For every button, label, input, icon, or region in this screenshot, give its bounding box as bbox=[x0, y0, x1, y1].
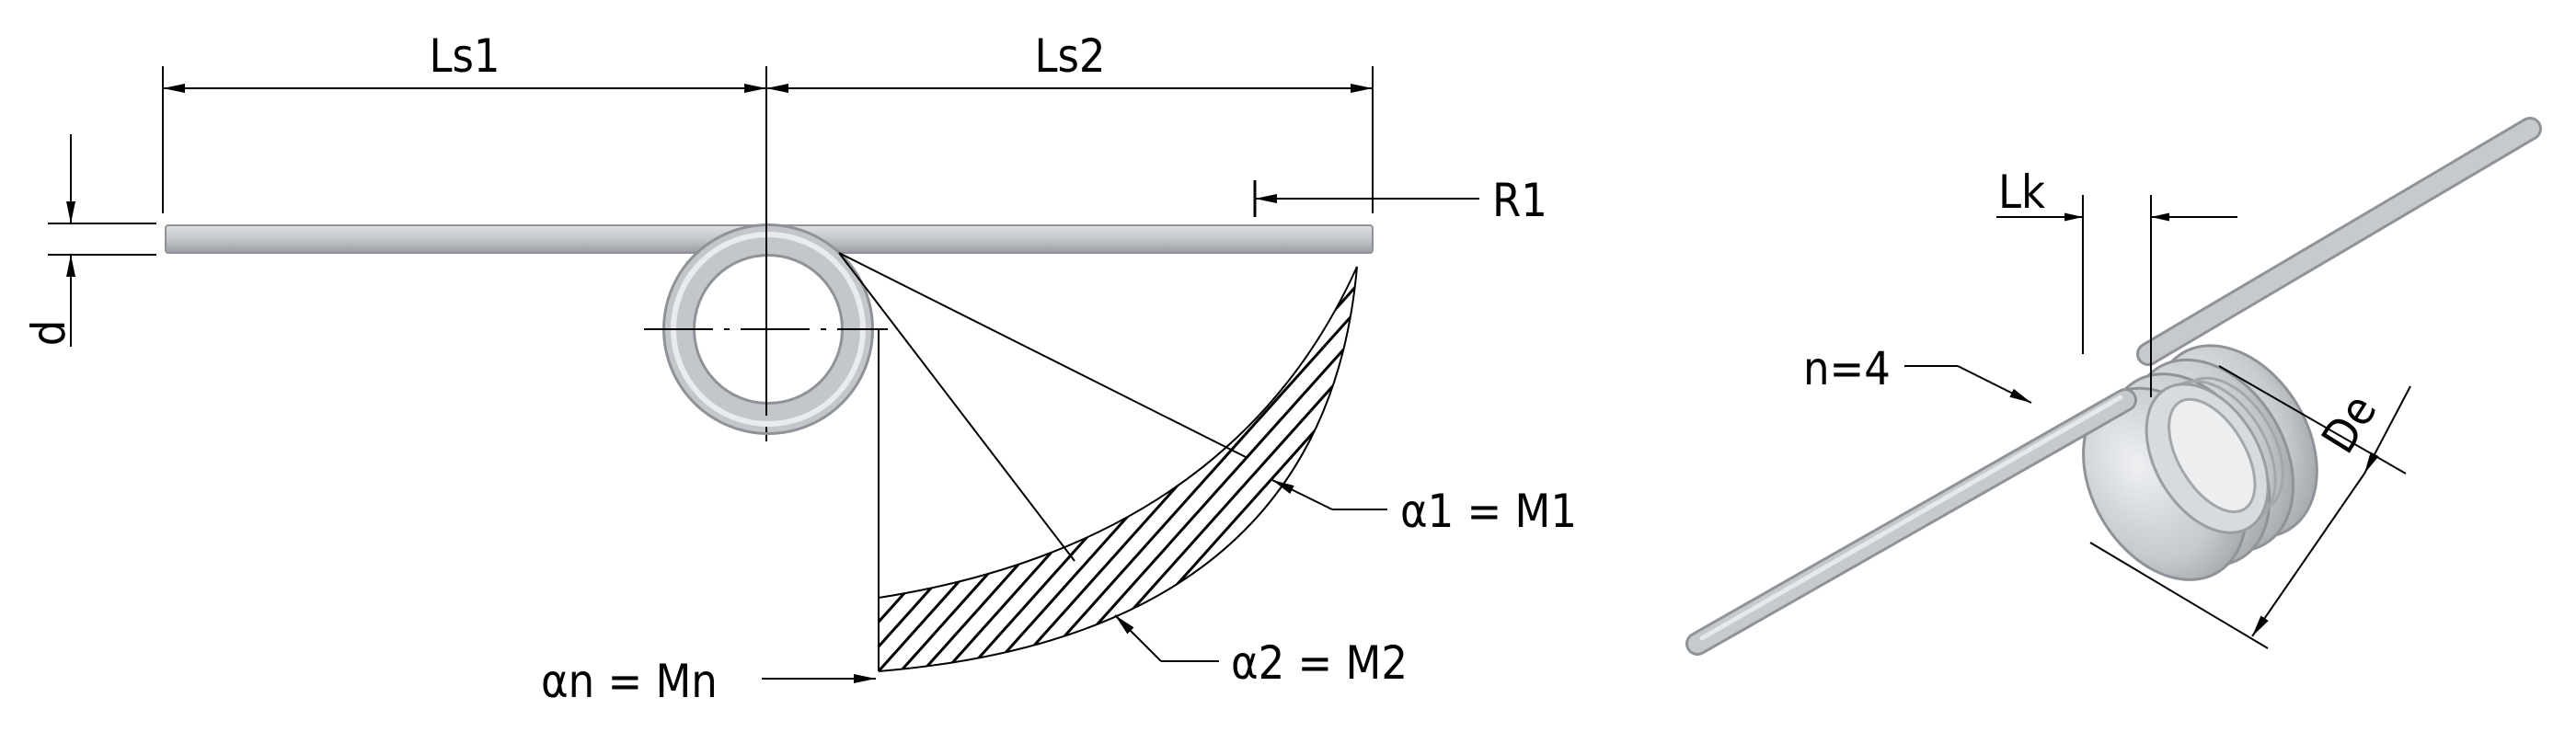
hatch-line bbox=[1294, 267, 1357, 671]
wire-leg-front-highlight bbox=[1699, 395, 2123, 641]
label-r1: R1 bbox=[1492, 174, 1547, 227]
label-ls1: Ls1 bbox=[429, 29, 500, 83]
label-a1m1: α1 = M1 bbox=[1400, 485, 1577, 538]
label-lk: Lk bbox=[1998, 166, 2045, 219]
hatch-line bbox=[1316, 267, 1357, 671]
hatch-line bbox=[1205, 267, 1357, 671]
dim-line-de bbox=[2251, 473, 2365, 637]
leader-a2m2-arrow bbox=[1114, 614, 1162, 662]
label-a2m2: α2 = M2 bbox=[1231, 636, 1408, 690]
hatch-line bbox=[1406, 257, 1801, 699]
hatch-line bbox=[896, 267, 1295, 671]
moment-curve-outer bbox=[878, 266, 1358, 672]
label-anmn: αn = Mn bbox=[541, 655, 718, 708]
hatch-line bbox=[1006, 267, 1357, 671]
hatch-line bbox=[1073, 267, 1357, 671]
ext-line-de-bottom bbox=[2089, 542, 2269, 649]
spring-3d-view: Lk n=4 De bbox=[1685, 117, 2542, 656]
leader-n4-arrow bbox=[1957, 365, 2032, 404]
wire-leg-back-face bbox=[2139, 120, 2539, 363]
wire-leg-front-face bbox=[1688, 391, 2134, 653]
hatch-line bbox=[1139, 267, 1357, 671]
hatch-line bbox=[1117, 267, 1357, 671]
moment-curve-inner bbox=[878, 266, 1358, 599]
hatch-line bbox=[879, 267, 1229, 671]
spring-2d-view: Ls1 Ls2 d R1 α1 = M bbox=[22, 29, 1823, 708]
label-d: d bbox=[22, 320, 75, 347]
hatch-line bbox=[1338, 267, 1357, 671]
coil-inner-hole bbox=[2168, 397, 2257, 514]
label-ls2: Ls2 bbox=[1034, 29, 1105, 83]
ray-to-m2 bbox=[838, 252, 1075, 562]
hatch-line bbox=[962, 267, 1357, 671]
hatch-line bbox=[1161, 267, 1357, 671]
hatch-line bbox=[1095, 267, 1357, 671]
hatch-line bbox=[1271, 267, 1357, 671]
coil-3d bbox=[2082, 344, 2318, 581]
leader-a1m1-arrow bbox=[1271, 479, 1333, 510]
hatch-line bbox=[984, 267, 1357, 671]
label-n4: n=4 bbox=[1803, 342, 1891, 395]
hatch-line bbox=[1183, 267, 1357, 671]
hatch-line bbox=[1029, 267, 1357, 671]
moment-hatch-area bbox=[879, 257, 1823, 699]
dim-arrow-de-top bbox=[2363, 385, 2411, 475]
hatch-line bbox=[1428, 257, 1823, 699]
hatch-line bbox=[940, 267, 1340, 671]
hatch-line bbox=[879, 267, 1251, 671]
hatch-line bbox=[1051, 267, 1357, 671]
ray-to-m1 bbox=[838, 252, 1248, 459]
hatch-line bbox=[1249, 267, 1357, 671]
